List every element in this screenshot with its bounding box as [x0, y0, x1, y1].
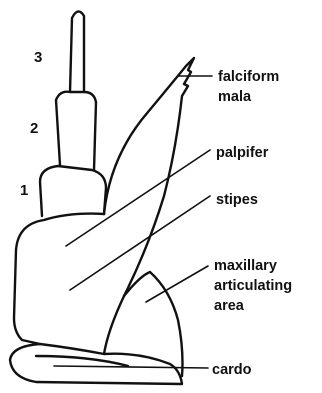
label-maxillary-line2: articulating	[214, 278, 292, 294]
label-falciform-mala-line2: mala	[218, 89, 252, 105]
palp-segment-1-number: 1	[20, 182, 28, 199]
label-stipes: stipes	[216, 192, 258, 208]
palp-segment-3	[70, 11, 84, 92]
stipes-inner-edge	[104, 296, 124, 354]
label-palpifer: palpifer	[216, 145, 269, 161]
leader-maxillary-articulating-area	[146, 266, 208, 302]
falciform-mala	[104, 58, 194, 296]
leader-palpifer	[66, 150, 210, 246]
leader-cardo	[54, 366, 208, 368]
cardo-inner-line	[36, 356, 128, 366]
palp-segment-2-number: 2	[30, 120, 38, 137]
label-maxillary-line3: area	[214, 298, 245, 314]
palp-segment-1	[40, 166, 106, 216]
maxillary-articulating-area	[124, 272, 183, 376]
label-cardo: cardo	[212, 362, 252, 378]
palp-segment-2	[56, 92, 96, 170]
leader-stipes	[70, 196, 210, 290]
cardo	[10, 344, 182, 384]
label-falciform-mala-line1: falciform	[218, 69, 279, 85]
label-maxillary-line1: maxillary	[214, 258, 277, 274]
palp-segment-3-number: 3	[34, 49, 42, 66]
stipes-body	[14, 214, 104, 344]
